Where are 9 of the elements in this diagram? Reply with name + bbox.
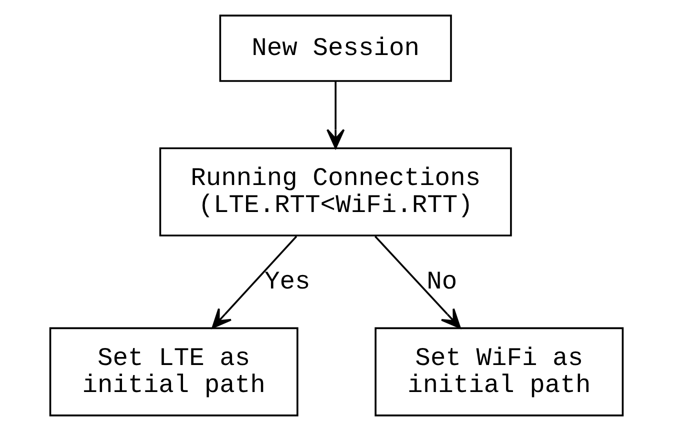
node-box: Set LTE as initial path — [49, 327, 298, 416]
arrow — [326, 81, 345, 149]
arrow — [212, 236, 298, 329]
arrow — [374, 236, 461, 329]
node-box: New Session — [219, 14, 452, 82]
node-box: Running Connections (LTE.RTT<WiFi.RTT) — [159, 147, 512, 236]
edge-label: No — [426, 268, 458, 297]
node-box: Set WiFi as initial path — [374, 327, 624, 416]
edge-label: Yes — [264, 268, 310, 297]
